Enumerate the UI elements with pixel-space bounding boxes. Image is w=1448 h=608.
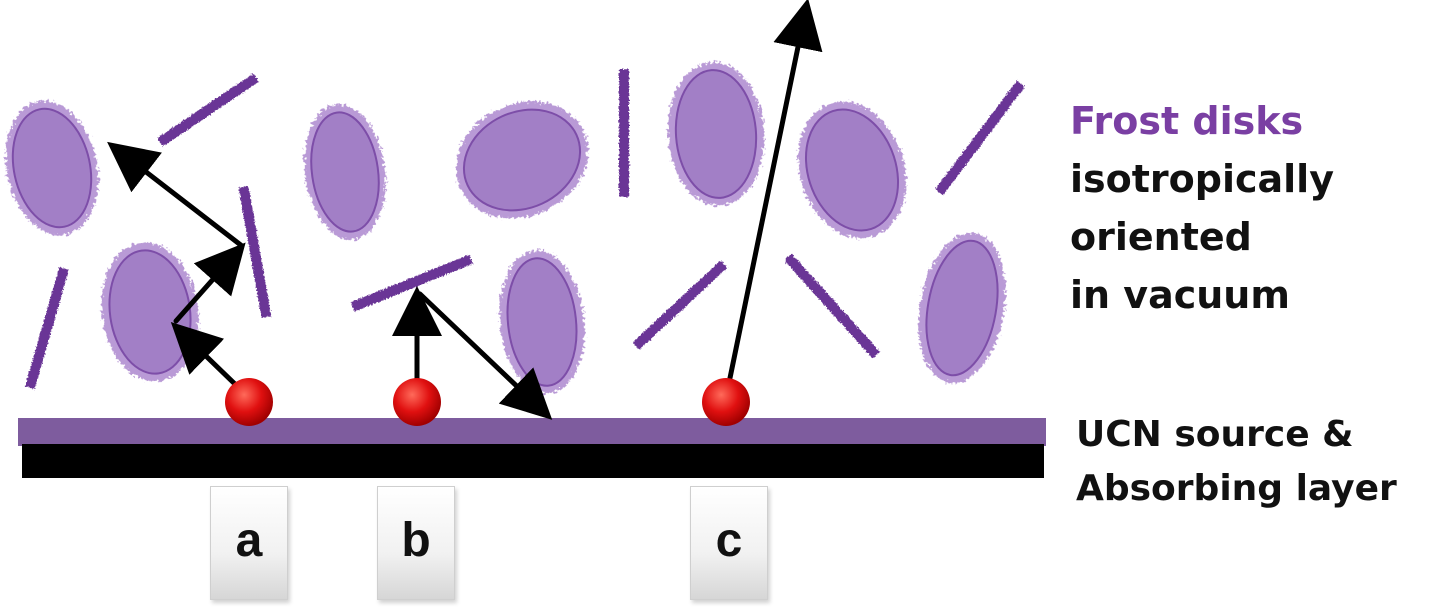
frost-disk xyxy=(5,100,99,236)
neutron-a xyxy=(225,378,273,426)
frost-disks-legend: Frost disks isotropically oriented in va… xyxy=(1070,92,1334,324)
legend-title: Frost disks xyxy=(1070,99,1304,143)
frost-disk-edge-on xyxy=(632,260,728,350)
trajectory-arrow xyxy=(107,141,245,249)
absorbing-layer xyxy=(22,444,1044,478)
neutron-c xyxy=(702,378,750,426)
source-label-line: UCN source & xyxy=(1076,414,1354,455)
frost-disk-edge-on xyxy=(350,254,474,312)
neutron-b xyxy=(393,378,441,426)
frost-disk-edge-on xyxy=(935,80,1025,196)
trajectory-arrow xyxy=(170,322,241,390)
source-label: UCN source & Absorbing layer xyxy=(1076,408,1397,516)
frost-disk xyxy=(499,250,585,394)
frost-disk-edge-on xyxy=(784,253,880,359)
frost-disk xyxy=(304,104,386,240)
tag-a: a xyxy=(210,486,288,600)
frost-disk-edge-on xyxy=(157,73,259,147)
frost-disk-edge-on xyxy=(619,69,629,197)
frost-disk-edge-on xyxy=(238,186,272,318)
trajectory-arrow xyxy=(417,291,553,420)
tag-c: c xyxy=(690,486,768,600)
ucn-source-layer xyxy=(18,418,1046,446)
legend-line: oriented xyxy=(1070,215,1252,259)
source-label-line: Absorbing layer xyxy=(1076,468,1397,509)
frost-disk xyxy=(667,62,765,206)
trajectory-arrow xyxy=(727,0,823,381)
legend-line: in vacuum xyxy=(1070,273,1290,317)
frost-disk xyxy=(798,101,906,239)
frost-disk-edge-on xyxy=(25,267,69,389)
frost-disk xyxy=(918,232,1006,384)
frost-disk xyxy=(101,242,199,382)
frost-disk xyxy=(455,101,589,219)
trajectory-arrow xyxy=(173,242,246,324)
legend-line: isotropically xyxy=(1070,157,1334,201)
tag-b: b xyxy=(377,486,455,600)
